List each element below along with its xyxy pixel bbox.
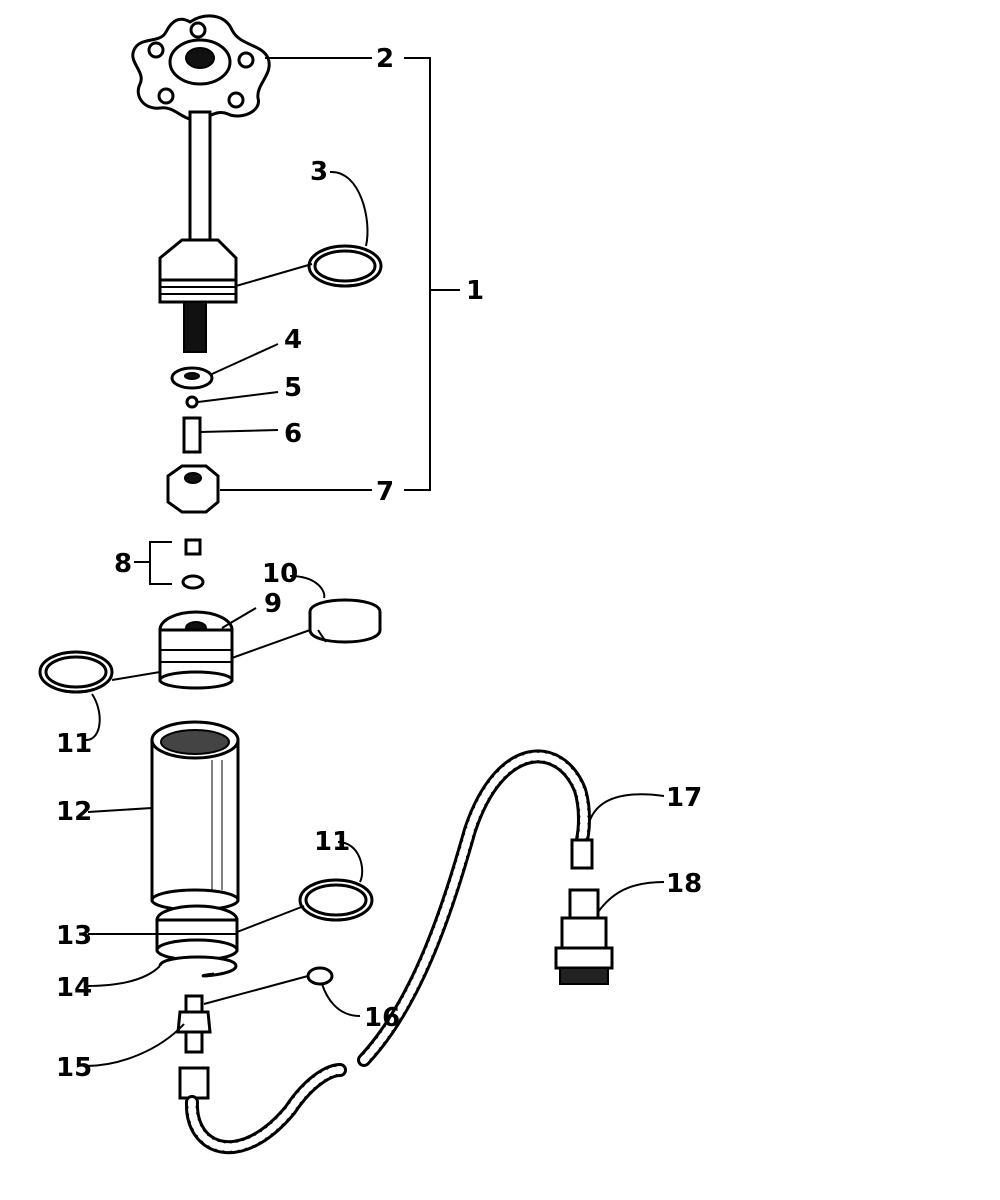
knob-lug-3 — [157, 87, 175, 105]
o-ring-3-inner — [313, 249, 377, 283]
knob-center — [185, 47, 215, 69]
callout-8: 8 — [114, 549, 132, 579]
coupler-18 — [554, 888, 614, 985]
valve-thread — [158, 278, 238, 304]
ball-5 — [185, 395, 199, 409]
pin-6 — [182, 416, 202, 454]
cylinder-12 — [150, 720, 240, 912]
callout-12: 12 — [56, 797, 92, 827]
knob-lug-1 — [147, 41, 165, 59]
end-cap-13 — [155, 904, 239, 962]
valve-pin — [183, 301, 207, 353]
valve-8a — [184, 538, 202, 556]
knob-lug-4 — [227, 91, 245, 109]
callout-15: 15 — [56, 1053, 92, 1083]
callout-16: 16 — [364, 1003, 400, 1033]
seal-8b — [181, 574, 205, 590]
hose-nut — [178, 1066, 210, 1100]
callout-13: 13 — [56, 921, 92, 951]
callout-11-lower: 11 — [314, 827, 350, 857]
knob-assembly — [131, 14, 271, 353]
callout-2: 2 — [376, 44, 394, 74]
leader-lines — [85, 57, 665, 1067]
split-ring-10 — [308, 598, 382, 644]
callout-11-upper: 11 — [56, 729, 92, 759]
callout-4: 4 — [284, 325, 302, 355]
callout-7: 7 — [376, 477, 394, 507]
hex-nut-7 — [166, 464, 220, 514]
callout-17: 17 — [666, 783, 702, 813]
fitting-15 — [176, 994, 212, 1054]
knob-stem — [188, 110, 212, 242]
callout-1: 1 — [466, 276, 484, 306]
callout-9: 9 — [264, 589, 282, 619]
snap-ring-14 — [158, 955, 238, 978]
knob-lug-2 — [237, 51, 255, 69]
callout-labels: 2 1 3 4 5 6 7 8 9 10 11 12 11 13 14 16 1… — [56, 44, 702, 1083]
callout-5: 5 — [284, 373, 302, 403]
callout-18: 18 — [666, 869, 702, 899]
knob-lug-5 — [189, 21, 207, 39]
piston-9 — [158, 610, 234, 690]
callout-10: 10 — [262, 559, 298, 589]
callout-3: 3 — [310, 157, 328, 187]
callout-14: 14 — [56, 973, 92, 1003]
callout-6: 6 — [284, 419, 302, 449]
valve-nut-body — [158, 238, 238, 282]
washer-16 — [306, 966, 334, 986]
hose-17 — [184, 749, 594, 1155]
